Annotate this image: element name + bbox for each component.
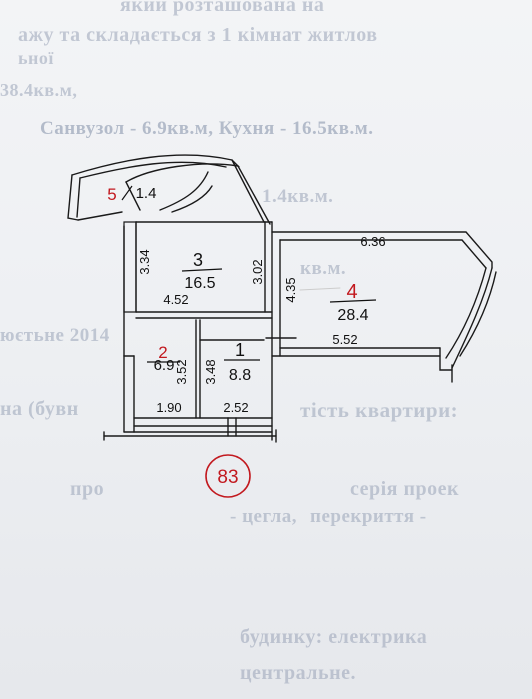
stamp-number: 83 [217, 467, 238, 488]
bleed-line-15: будинку: електрика [240, 626, 428, 648]
bleed-line-16: центральне. [240, 662, 356, 684]
dim-6-36: 6.36 [360, 234, 385, 249]
room-5-number: 5 [107, 185, 116, 204]
bleed-line-5: Санвузол - 6.9кв.м, Кухня - 16.5кв.м. [40, 118, 374, 139]
dim-3-02: 3.02 [250, 259, 265, 284]
bleed-line-2: ажу та складається з 1 кімнат житлов [18, 24, 378, 46]
dim-3-34: 3.34 [137, 249, 152, 274]
bleed-line-12: серія проек [350, 478, 460, 500]
bleed-line-14: перекриття - [310, 506, 427, 527]
room-3-label: 3 16.5 [181, 250, 223, 292]
bleed-line-8: юєтьне 2014 [0, 325, 110, 346]
dim-2-52: 2.52 [223, 400, 248, 415]
bleed-line-11: про [70, 478, 105, 500]
room-4-label: 4 28.4 [329, 281, 377, 324]
room-1-area: 8.8 [229, 367, 251, 384]
room-1-label: 1 8.8 [224, 340, 260, 384]
dim-1-90: 1.90 [156, 400, 181, 415]
bleed-line-13: - цегла, [230, 506, 298, 527]
room-3-area: 16.5 [184, 275, 215, 292]
apartment-stamp: 83 [205, 454, 251, 498]
left-block-walls [123, 221, 273, 441]
room-2-label: 2 6.9 [147, 343, 180, 374]
room-4-number: 4 [346, 281, 357, 303]
dim-5-52: 5.52 [332, 332, 357, 347]
bleed-line-4: 38.4кв.м, [0, 80, 78, 100]
room-1-number: 1 [235, 340, 245, 360]
bleed-line-10: тість квартири: [300, 398, 459, 422]
dim-4-35: 4.35 [283, 277, 298, 302]
room4-walls [265, 231, 497, 383]
room-5-area: 1.4 [136, 185, 157, 202]
dim-4-52: 4.52 [163, 292, 188, 307]
bleed-line-9: на (бувн [0, 398, 79, 420]
room-4-area: 28.4 [337, 307, 368, 324]
bleed-line-6: 1.4кв.м. [262, 186, 334, 207]
room2-wall [103, 319, 277, 443]
room-2-area: 6.9 [154, 357, 175, 374]
room-5-label: 5 1.4 [107, 185, 156, 204]
bleed-line-7: кв.м. [300, 258, 347, 279]
room-3-number: 3 [193, 250, 203, 270]
bleed-line-1: який розташована на [120, 0, 325, 16]
bleed-line-3: ьної [18, 48, 54, 68]
balcony-outline [67, 154, 271, 225]
room-2-number: 2 [158, 343, 167, 362]
dim-3-52: 3.52 [174, 359, 189, 384]
dim-3-48: 3.48 [203, 359, 218, 384]
